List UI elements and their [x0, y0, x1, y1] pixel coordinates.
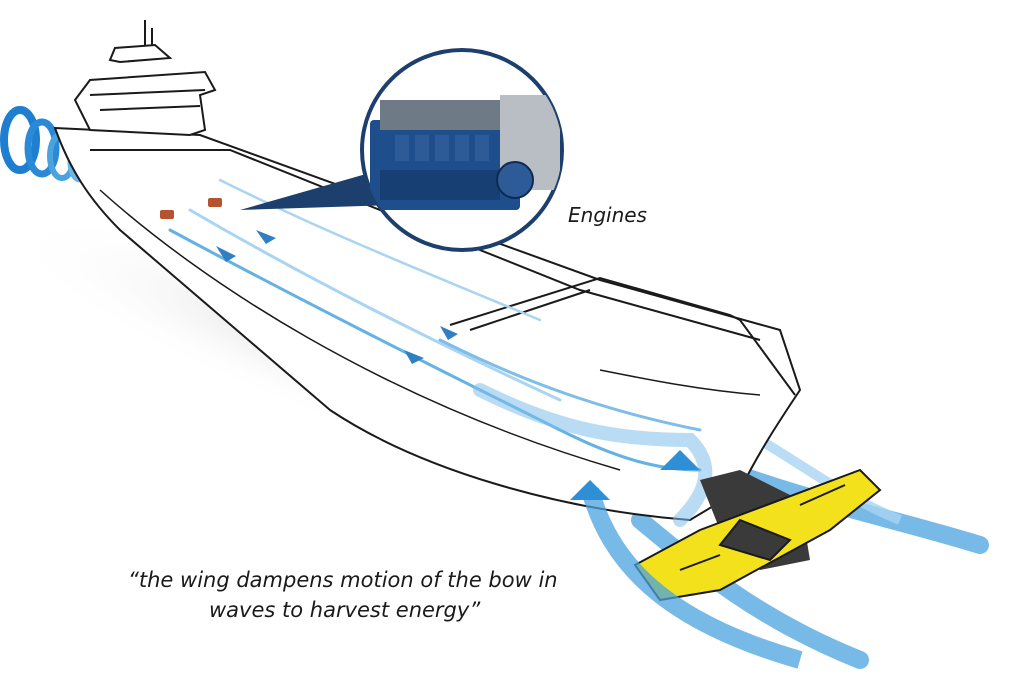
ship-superstructure	[73, 20, 217, 137]
bow-wing-icon	[633, 468, 882, 602]
generator-unit-icon	[160, 198, 222, 219]
ship-hull	[53, 126, 802, 522]
wing-flow-arrows	[570, 450, 803, 669]
engine-callout-pointer	[240, 170, 395, 210]
engine-illustration-icon	[360, 48, 564, 252]
quote-line-1: “the wing dampens motion of the bow in	[128, 568, 558, 592]
engines-label: Engines	[568, 203, 647, 227]
hull-flow-arrows	[168, 178, 713, 527]
quote-line-2: waves to harvest energy”	[209, 598, 481, 622]
